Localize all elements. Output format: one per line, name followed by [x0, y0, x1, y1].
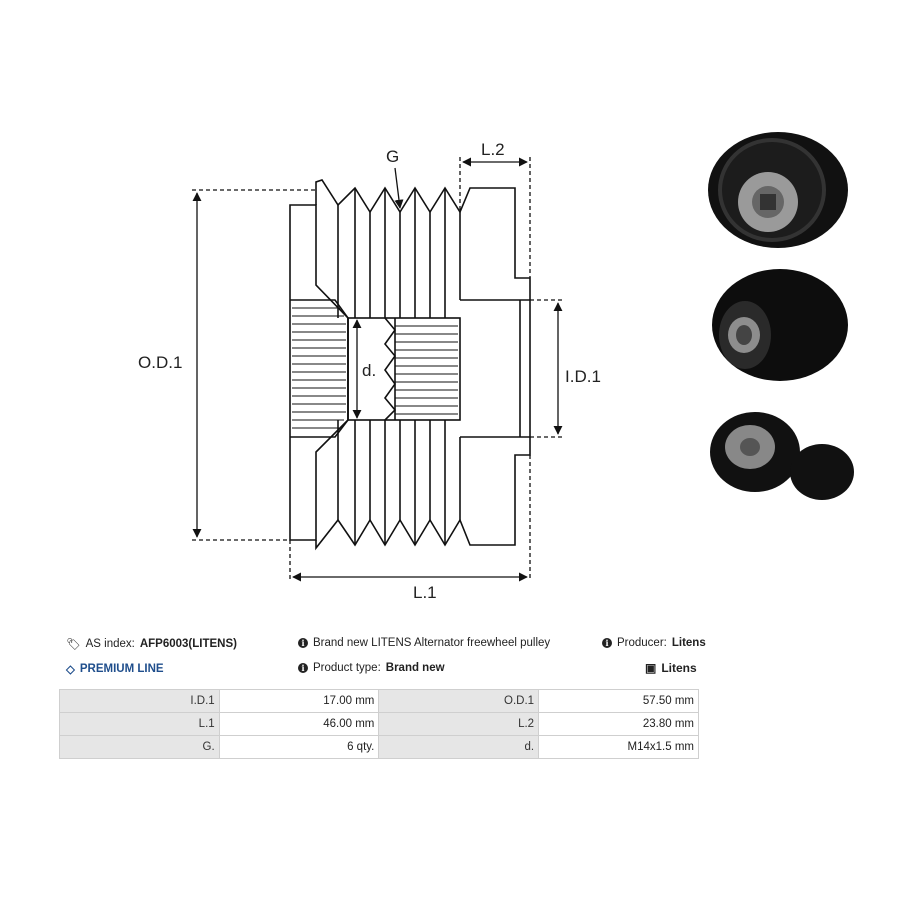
dimension-lines — [192, 157, 565, 582]
as-index-label: AS index: — [85, 638, 135, 650]
producer-value: Litens — [671, 637, 706, 649]
product-type-value: Brand new — [385, 662, 445, 674]
spec-value: 57.50 mm — [538, 689, 699, 713]
as-index-value: AFP6003(LITENS) — [139, 638, 237, 650]
info-icon: i — [298, 638, 308, 648]
info-icon: i — [602, 638, 612, 648]
spec-key: L.1 — [59, 712, 220, 736]
outer-diameter-label: O.D.1 — [138, 353, 182, 372]
description-text: Brand new LITENS Alternator freewheel pu… — [313, 637, 551, 649]
as-index: 🏷︎ AS index: AFP6003(LITENS) — [66, 637, 237, 651]
spec-value: M14x1.5 mm — [538, 735, 699, 759]
product-type-label: Product type: — [313, 662, 381, 674]
product-type: i Product type: Brand new — [298, 662, 445, 674]
tag-icon: 🏷︎ — [66, 639, 81, 651]
spec-key: d. — [378, 735, 540, 759]
dust-cap-photo — [790, 444, 854, 500]
product-photo-front — [708, 132, 848, 248]
table-row: I.D.1 17.00 mm O.D.1 57.50 mm — [59, 689, 699, 713]
spec-key: G. — [59, 735, 220, 759]
premium-line-text: PREMIUM LINE — [79, 663, 164, 675]
spec-value: 6 qty. — [218, 735, 380, 759]
info-icon: i — [298, 663, 308, 673]
producer: i Producer: Litens — [602, 637, 706, 649]
producer-label: Producer: — [617, 637, 667, 649]
pulley-technical-drawing: G L.2 O.D.1 d. I.D.1 L.1 — [138, 132, 854, 602]
premium-line: ◇ PREMIUM LINE — [66, 662, 164, 676]
description: i Brand new LITENS Alternator freewheel … — [298, 637, 550, 649]
spec-key: O.D.1 — [378, 689, 540, 713]
table-row: G. 6 qty. d. M14x1.5 mm — [59, 735, 699, 759]
thread-label: d. — [362, 361, 376, 380]
thread-hatching — [395, 325, 458, 415]
length2-label: L.2 — [481, 140, 505, 159]
spec-key: L.2 — [378, 712, 540, 736]
product-photo-side — [712, 269, 848, 381]
pulley-outline — [289, 179, 531, 551]
inner-diameter-label: I.D.1 — [565, 367, 601, 386]
spec-key: I.D.1 — [59, 689, 220, 713]
table-row: L.1 46.00 mm L.2 23.80 mm — [59, 712, 699, 736]
brand-logo: ▣ Litens — [645, 661, 697, 675]
spline-hatching — [292, 307, 346, 429]
length1-label: L.1 — [413, 583, 437, 602]
spec-table: I.D.1 17.00 mm O.D.1 57.50 mm L.1 46.00 … — [59, 689, 699, 759]
diamond-icon: ◇ — [66, 664, 75, 676]
groove-label: G — [386, 147, 399, 166]
product-photo-back — [710, 412, 800, 492]
spec-value: 23.80 mm — [538, 712, 699, 736]
spec-value: 17.00 mm — [218, 689, 380, 713]
spec-value: 46.00 mm — [218, 712, 380, 736]
litens-logo-icon: ▣ — [645, 661, 657, 675]
brand-logo-text: Litens — [661, 661, 697, 675]
